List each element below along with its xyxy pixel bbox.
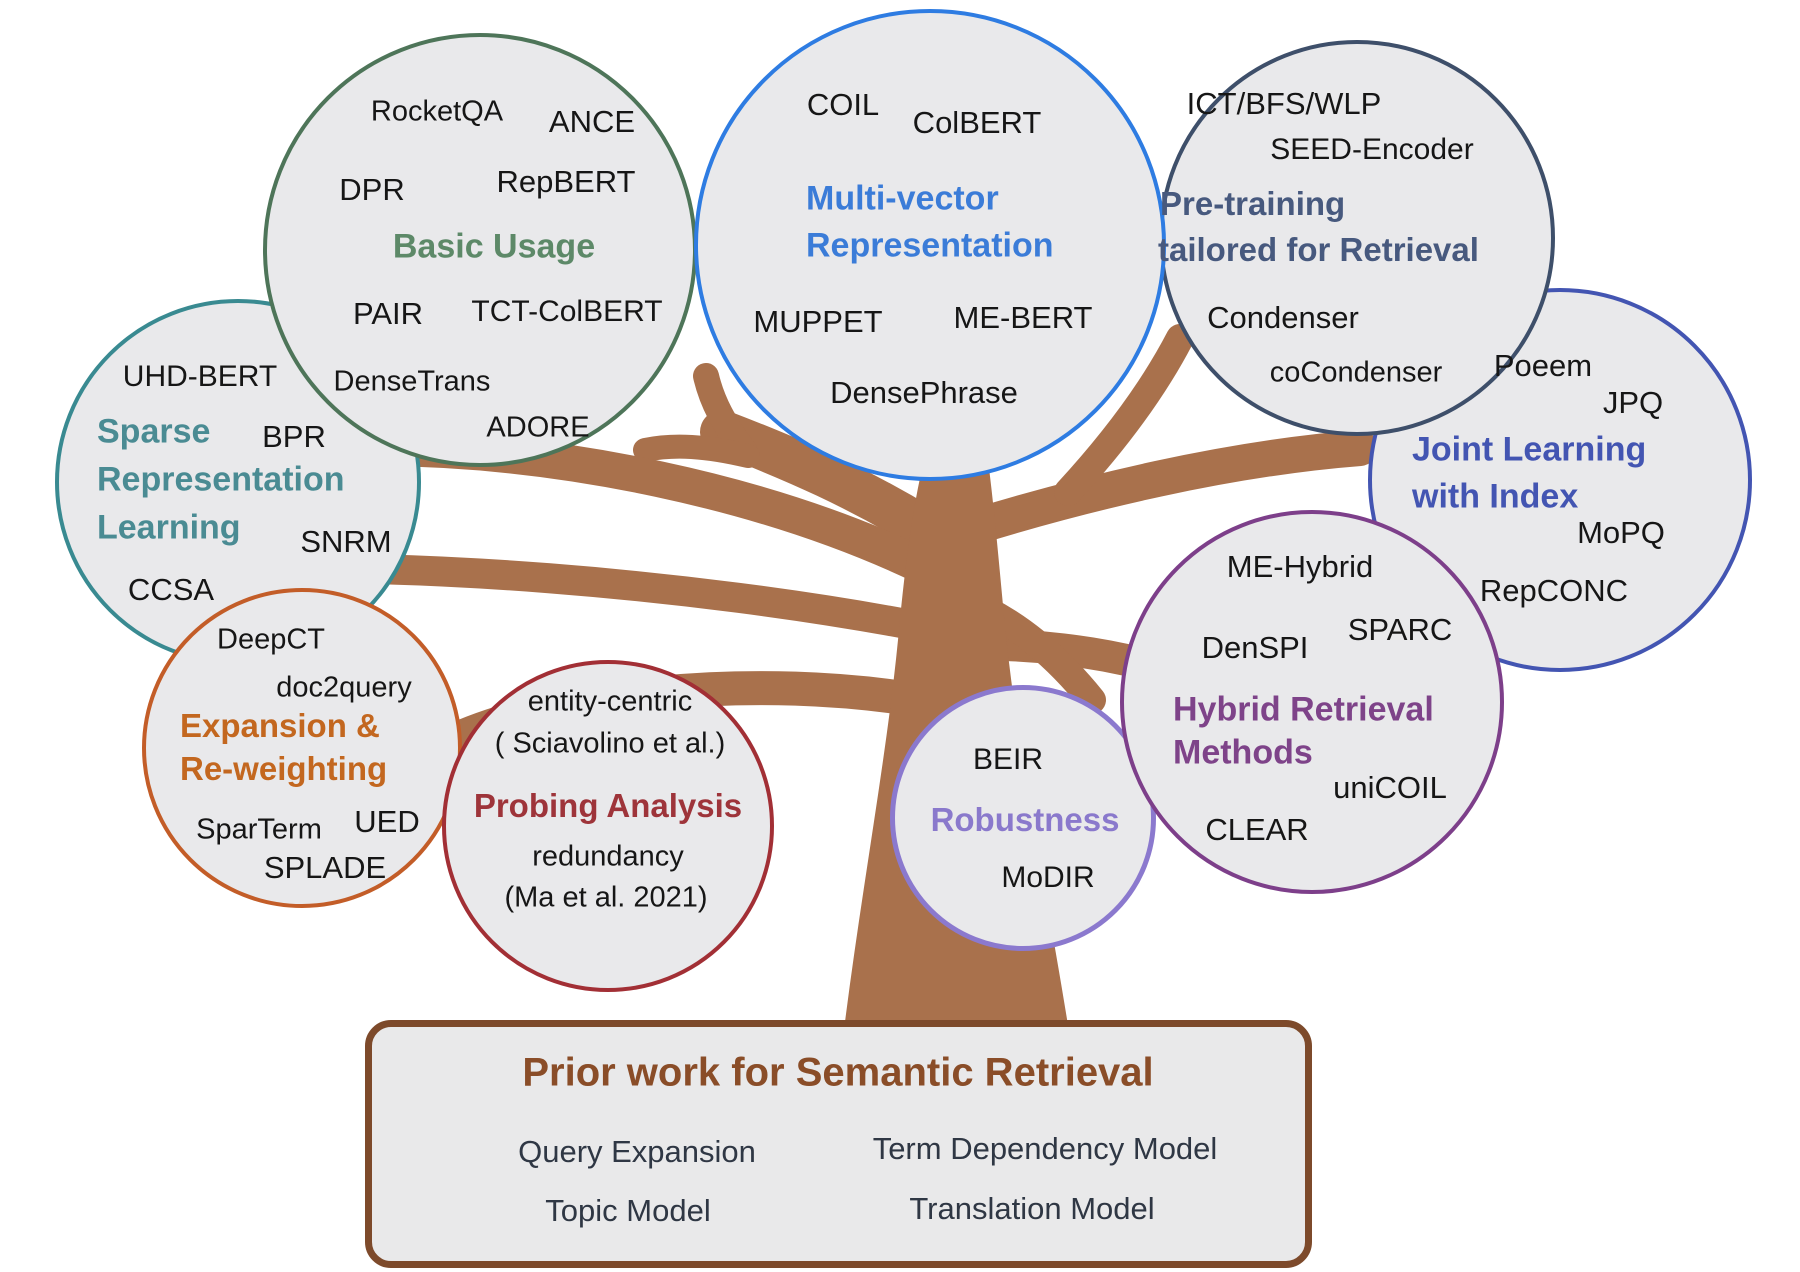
label-modir: MoDIR [1001, 861, 1095, 894]
bubble-expansion-reweighting [142, 588, 462, 908]
label-uhd-bert: UHD-BERT [122, 360, 278, 393]
label-muppet: MUPPET [753, 304, 883, 339]
label-coil: COIL [806, 87, 880, 122]
tree-branch [633, 434, 760, 468]
label-beir: BEIR [972, 743, 1044, 776]
label-ued: UED [354, 804, 420, 839]
label-term-dependency-model: Term Dependency Model [872, 1131, 1218, 1166]
label-dpr: DPR [339, 172, 405, 207]
title-hybrid-line1: Hybrid Retrieval [1173, 690, 1434, 729]
title-sparse-line2: Representation [97, 460, 345, 499]
label-mopq: MoPQ [1577, 515, 1665, 550]
label-bpr: BPR [262, 419, 326, 454]
bubble-probing-analysis [442, 660, 774, 992]
label-condenser: Condenser [1207, 300, 1359, 335]
label-splade: SPLADE [263, 850, 387, 885]
label-repconc: RepCONC [1479, 573, 1629, 608]
label-clear: CLEAR [1205, 812, 1309, 847]
label-topic-model: Topic Model [545, 1193, 711, 1228]
label-densephrase: DensePhrase [830, 375, 1018, 410]
label-ance: ANCE [548, 104, 636, 139]
label-doc2query: doc2query [276, 671, 412, 704]
label-unicoil: uniCOIL [1333, 770, 1447, 805]
title-robustness: Robustness [930, 801, 1120, 838]
label-colbert: ColBERT [912, 105, 1042, 140]
label-sciavolino: ( Sciavolino et al.) [494, 727, 726, 760]
label-me-hybrid: ME-Hybrid [1226, 549, 1374, 584]
title-joint-learning-line2: with Index [1412, 477, 1579, 516]
label-me-bert: ME-BERT [953, 300, 1093, 335]
label-densetrans: DenseTrans [333, 365, 491, 398]
label-denspi: DenSPI [1201, 630, 1309, 665]
label-poeem: Poeem [1493, 348, 1593, 383]
title-probing-analysis: Probing Analysis [473, 787, 743, 824]
label-sparc: SPARC [1347, 612, 1453, 647]
title-hybrid-line2: Methods [1173, 733, 1313, 772]
label-repbert: RepBERT [496, 164, 636, 199]
title-expansion-line2: Re-weighting [180, 750, 388, 787]
title-sparse-line1: Sparse [97, 412, 211, 451]
bubble-pretraining [1159, 40, 1555, 436]
label-sparterm: SparTerm [196, 813, 322, 846]
label-ccsa: CCSA [127, 572, 215, 607]
title-multi-vector-line2: Representation [806, 226, 1054, 265]
label-deepct: DeepCT [217, 623, 325, 656]
label-ma-2021: (Ma et al. 2021) [504, 881, 708, 914]
title-expansion-line1: Expansion & [180, 707, 380, 744]
label-entity-centric: entity-centric [527, 685, 693, 718]
title-sparse-line3: Learning [97, 508, 241, 547]
label-seed-encoder: SEED-Encoder [1270, 133, 1474, 166]
tree-branch [1054, 324, 1194, 506]
label-redundancy: redundancy [532, 840, 684, 873]
title-basic-usage: Basic Usage [392, 227, 596, 266]
label-query-expansion: Query Expansion [518, 1134, 756, 1169]
title-multi-vector-line1: Multi-vector [806, 179, 999, 218]
bubble-robustness [890, 685, 1156, 951]
title-pretraining-line1: Pre-training [1160, 185, 1346, 222]
label-pair: PAIR [352, 296, 424, 331]
label-snrm: SNRM [300, 524, 392, 559]
bubble-multi-vector [694, 9, 1166, 481]
title-pretraining-line2: tailored for Retrieval [1158, 231, 1479, 268]
label-tct-colbert: TCT-ColBERT [471, 295, 663, 328]
tree-branch [940, 430, 1378, 550]
label-adore: ADORE [486, 411, 590, 444]
label-cocondenser: coCondenser [1269, 356, 1443, 389]
label-ict-bfs-wlp: ICT/BFS/WLP [1186, 86, 1382, 121]
label-jpq: JPQ [1602, 385, 1664, 420]
prior-work-box [365, 1020, 1312, 1268]
label-rocketqa: RocketQA [370, 95, 504, 128]
label-translation-model: Translation Model [909, 1191, 1155, 1226]
bubble-hybrid-retrieval [1120, 510, 1504, 894]
title-joint-learning-line1: Joint Learning [1412, 430, 1647, 469]
title-prior-work: Prior work for Semantic Retrieval [522, 1050, 1154, 1095]
